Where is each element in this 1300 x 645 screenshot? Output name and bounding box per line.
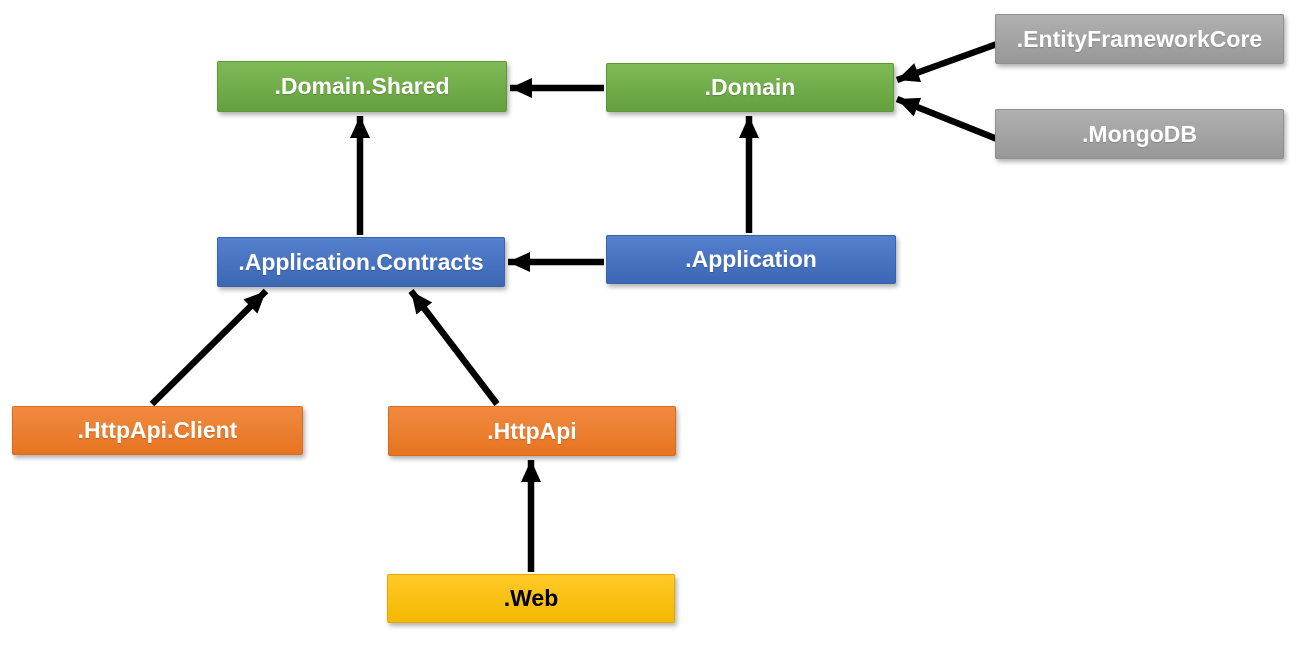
dependency-arrow-entityframeworkcore-to-domain: [895, 40, 999, 84]
node-entityframeworkcore: .EntityFrameworkCore: [995, 14, 1284, 64]
node-mongodb: .MongoDB: [995, 109, 1284, 159]
node-application-contracts: .Application.Contracts: [217, 237, 505, 287]
node-application: .Application: [606, 235, 896, 284]
node-domain: .Domain: [606, 63, 894, 112]
node-domain-shared: .Domain.Shared: [217, 61, 507, 112]
dependency-arrow-mongodb-to-domain: [895, 95, 999, 143]
node-httpapi-client: .HttpApi.Client: [12, 406, 303, 455]
node-httpapi: .HttpApi: [388, 406, 676, 456]
node-web: .Web: [387, 574, 675, 623]
dependency-arrow-httpapi-to-application-contracts: [408, 289, 500, 406]
dependency-arrow-httpapi-client-to-application-contracts: [149, 288, 269, 407]
